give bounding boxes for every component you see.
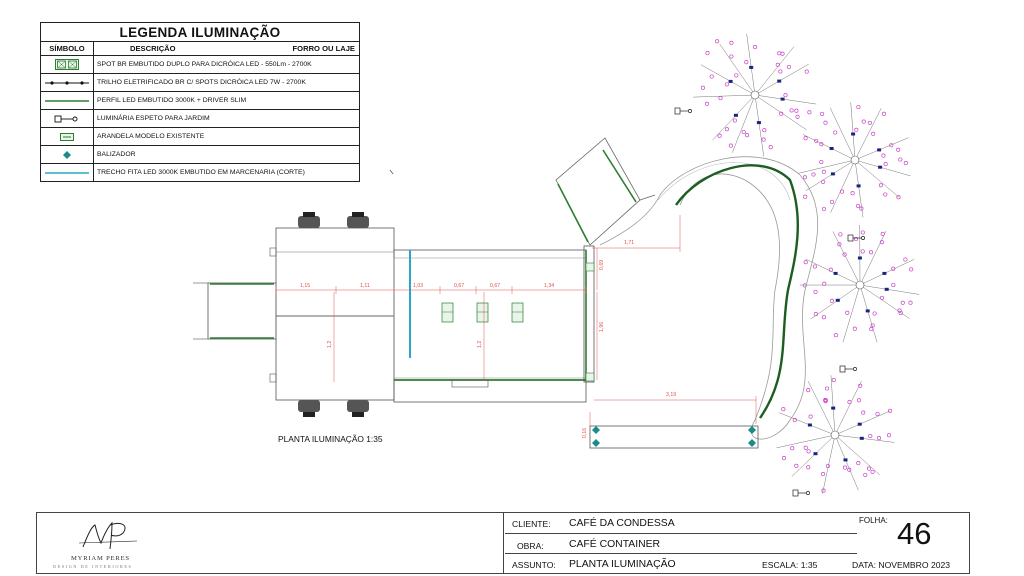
double-spot-icon [476, 302, 489, 323]
dimension-label: 1,34 [544, 283, 554, 289]
dimension-label: 1,2 [327, 341, 333, 348]
designer-logo: MYRIAM PERES DESIGN DE INTERIORES [37, 513, 504, 573]
legend-description: LUMINÁRIA ESPETO PARA JARDIM [97, 115, 210, 122]
bollard-icon [41, 146, 94, 163]
bollard-icon [592, 439, 600, 447]
legend-col-ceiling: FORRO OU LAJE [292, 44, 355, 53]
scale-value: ESCALA: 1:35 [762, 560, 818, 570]
legend-description: PERFIL LED EMBUTIDO 3000K + DRIVER SLIM [97, 97, 247, 104]
led-strip-icon [41, 164, 94, 181]
double-spot-icon [511, 302, 524, 323]
dimension-label: 1,2 [477, 341, 483, 348]
work-value: CAFÉ CONTAINER [569, 539, 661, 550]
dimension-label: 0,69 [599, 260, 605, 270]
work-label: OBRA: [517, 541, 544, 551]
legend-row: TRECHO FITA LED 3000K EMBUTIDO EM MARCEN… [41, 164, 359, 181]
date-value: DATA: NOVEMBRO 2023 [852, 560, 951, 570]
dimension-label: 0,16 [582, 428, 588, 438]
garden-bench [589, 425, 759, 449]
wall-sconce-icon [41, 128, 94, 145]
garden-plant [693, 33, 817, 157]
client-value: CAFÉ DA CONDESSA [569, 518, 675, 529]
legend-header: SÍMBOLO DESCRIÇÃO FORRO OU LAJE [41, 42, 359, 56]
legend-row: TRILHO ELETRIFICADO BR C/ SPOTS DICRÓICA… [41, 74, 359, 92]
double-spot-icon [441, 302, 454, 323]
led-profile-angled-2 [602, 149, 637, 203]
client-label: CLIENTE: [512, 519, 551, 529]
garden-plants [693, 33, 920, 494]
garden-spike-icon [847, 234, 865, 242]
chair [347, 212, 369, 228]
legend-row: ARANDELA MODELO EXISTENTE [41, 128, 359, 146]
garden-bed-inner [657, 162, 791, 201]
legend-description: TRILHO ELETRIFICADO BR C/ SPOTS DICRÓICA… [97, 79, 306, 86]
legend-row: LUMINÁRIA ESPETO PARA JARDIM [41, 110, 359, 128]
lighting-legend: LEGENDA ILUMINAÇÃO SÍMBOLO DESCRIÇÃO FOR… [40, 22, 360, 182]
dimension-label: 1,96 [599, 322, 605, 332]
dimension-label: 1,11 [360, 283, 370, 289]
legend-col-symbol: SÍMBOLO [41, 42, 94, 55]
logo-subtitle: DESIGN DE INTERIORES [53, 564, 133, 569]
sheet-number: 46 [897, 516, 932, 551]
garden-plant [776, 375, 895, 494]
plan-title: PLANTA ILUMINAÇÃO 1:35 [278, 434, 383, 444]
dimension-label: 0,67 [454, 283, 464, 289]
container-right-strip [583, 245, 595, 383]
dimension-label: 1,15 [300, 283, 310, 289]
dimension-label: 0,67 [490, 283, 500, 289]
led-profile-icon [41, 92, 94, 109]
double-spot-icon [41, 56, 94, 73]
wall-sconce-icon [585, 262, 595, 272]
garden-plant [798, 102, 911, 218]
mp-monogram-icon [78, 521, 138, 550]
legend-description: TRECHO FITA LED 3000K EMBUTIDO EM MARCEN… [97, 169, 305, 176]
led-profile-angled [557, 183, 589, 243]
subject-label: ASSUNTO: [512, 560, 556, 570]
garden-bed [599, 156, 819, 440]
garden-plant [799, 224, 920, 343]
chair [298, 212, 320, 228]
track-rail-icon [41, 74, 94, 91]
title-block: MYRIAM PERES DESIGN DE INTERIORES CLIENT… [36, 512, 970, 574]
dimension-label: 1,71 [624, 240, 634, 246]
led-profile-garden [675, 164, 799, 419]
legend-description: ARANDELA MODELO EXISTENTE [97, 133, 205, 140]
legend-description: SPOT BR EMBUTIDO DUPLO PARA DICRÓICA LED… [97, 61, 312, 68]
subject-value: PLANTA ILUMINAÇÃO [569, 559, 676, 570]
dimension-lines [275, 215, 757, 426]
garden-spike-icon [839, 365, 857, 373]
bollard-icon [748, 439, 756, 447]
legend-title: LEGENDA ILUMINAÇÃO [41, 23, 359, 42]
chair [298, 400, 320, 417]
legend-col-description: DESCRIÇÃO [130, 44, 176, 53]
entry-platform [207, 282, 277, 340]
legend-row: BALIZADOR [41, 146, 359, 164]
legend-row: PERFIL LED EMBUTIDO 3000K + DRIVER SLIM [41, 92, 359, 110]
legend-row: SPOT BR EMBUTIDO DUPLO PARA DICRÓICA LED… [41, 56, 359, 74]
chair [347, 400, 369, 417]
dimension-labels: 1,15 1,11 1,03 0,67 0,67 1,34 1,2 1,2 0,… [300, 240, 676, 438]
wall-sconce-icon [585, 372, 595, 382]
garden-spike-icon [674, 107, 692, 115]
dimension-label: 3,19 [666, 392, 676, 398]
garden-spike-icon [792, 489, 810, 497]
garden-spike-icon [41, 110, 94, 127]
container-left-room [275, 227, 395, 401]
dimension-label: 1,03 [413, 283, 423, 289]
bollard-icon [592, 426, 600, 434]
logo-name: MYRIAM PERES [71, 555, 130, 562]
bollard-icon [748, 426, 756, 434]
legend-description: BALIZADOR [97, 151, 136, 158]
sheet-label: FOLHA: [859, 516, 888, 525]
